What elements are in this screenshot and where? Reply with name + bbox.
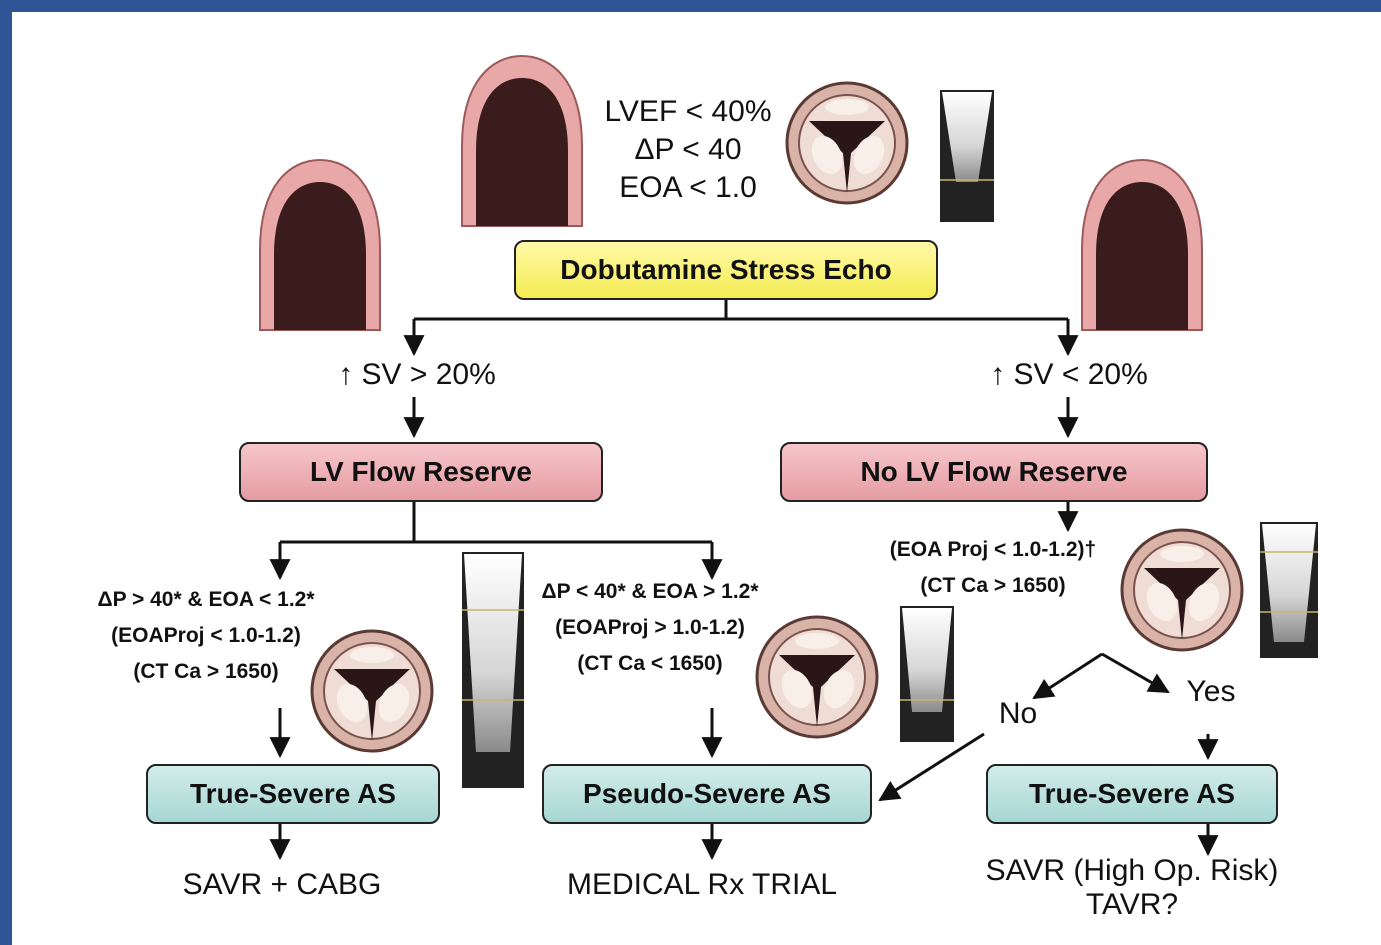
lv-flow-reserve-box: LV Flow Reserve	[239, 442, 603, 502]
ventricle-icon	[1082, 160, 1202, 330]
outcome-tavr: TAVR?	[972, 888, 1292, 922]
pseudo-severe-criterion-1: ΔP < 40* & EOA > 1.2*	[510, 574, 790, 610]
top-criterion-gradient: ΔP < 40	[598, 132, 778, 168]
aortic-valve-icon	[787, 83, 907, 203]
sv-low-increase-label: ↑ SV < 20%	[974, 357, 1164, 393]
frame-left-border	[0, 0, 12, 945]
no-reserve-criterion-2: (CT Ca > 1650)	[868, 568, 1118, 604]
diagram-canvas: LVEF < 40% ΔP < 40 EOA < 1.0 Dobutamine …	[12, 12, 1381, 945]
no-branch-label: No	[988, 696, 1048, 732]
true-severe-criterion-1: ΔP > 40* & EOA < 1.2*	[56, 582, 356, 618]
true-severe-as-left-box: True-Severe AS	[146, 764, 440, 824]
no-reserve-criterion-1: (EOA Proj < 1.0-1.2)†	[868, 532, 1118, 568]
outcome-medical-trial: MEDICAL Rx TRIAL	[552, 868, 852, 902]
pseudo-severe-criterion-2: (EOAProj > 1.0-1.2)	[510, 610, 790, 646]
doppler-trace-icon	[1260, 522, 1318, 658]
true-severe-criterion-3: (CT Ca > 1650)	[56, 654, 356, 690]
outcome-savr-high-risk: SAVR (High Op. Risk)	[972, 854, 1292, 888]
outcome-savr-cabg: SAVR + CABG	[152, 868, 412, 902]
top-criterion-lvef: LVEF < 40%	[598, 94, 778, 130]
doppler-trace-icon	[940, 90, 994, 222]
pseudo-severe-criterion-3: (CT Ca < 1650)	[510, 646, 790, 682]
yes-branch-label: Yes	[1176, 674, 1246, 710]
ventricle-icon	[260, 160, 380, 330]
true-severe-criterion-2: (EOAProj < 1.0-1.2)	[56, 618, 356, 654]
no-lv-flow-reserve-box: No LV Flow Reserve	[780, 442, 1208, 502]
ventricle-icon	[462, 56, 582, 226]
frame-top-border	[0, 0, 1381, 12]
true-severe-as-right-box: True-Severe AS	[986, 764, 1278, 824]
sv-increase-label: ↑ SV > 20%	[322, 357, 512, 393]
dobutamine-stress-echo-box: Dobutamine Stress Echo	[514, 240, 938, 300]
doppler-trace-icon	[900, 606, 954, 742]
aortic-valve-icon	[1122, 530, 1242, 650]
pseudo-severe-as-box: Pseudo-Severe AS	[542, 764, 872, 824]
top-criterion-eoa: EOA < 1.0	[598, 170, 778, 206]
